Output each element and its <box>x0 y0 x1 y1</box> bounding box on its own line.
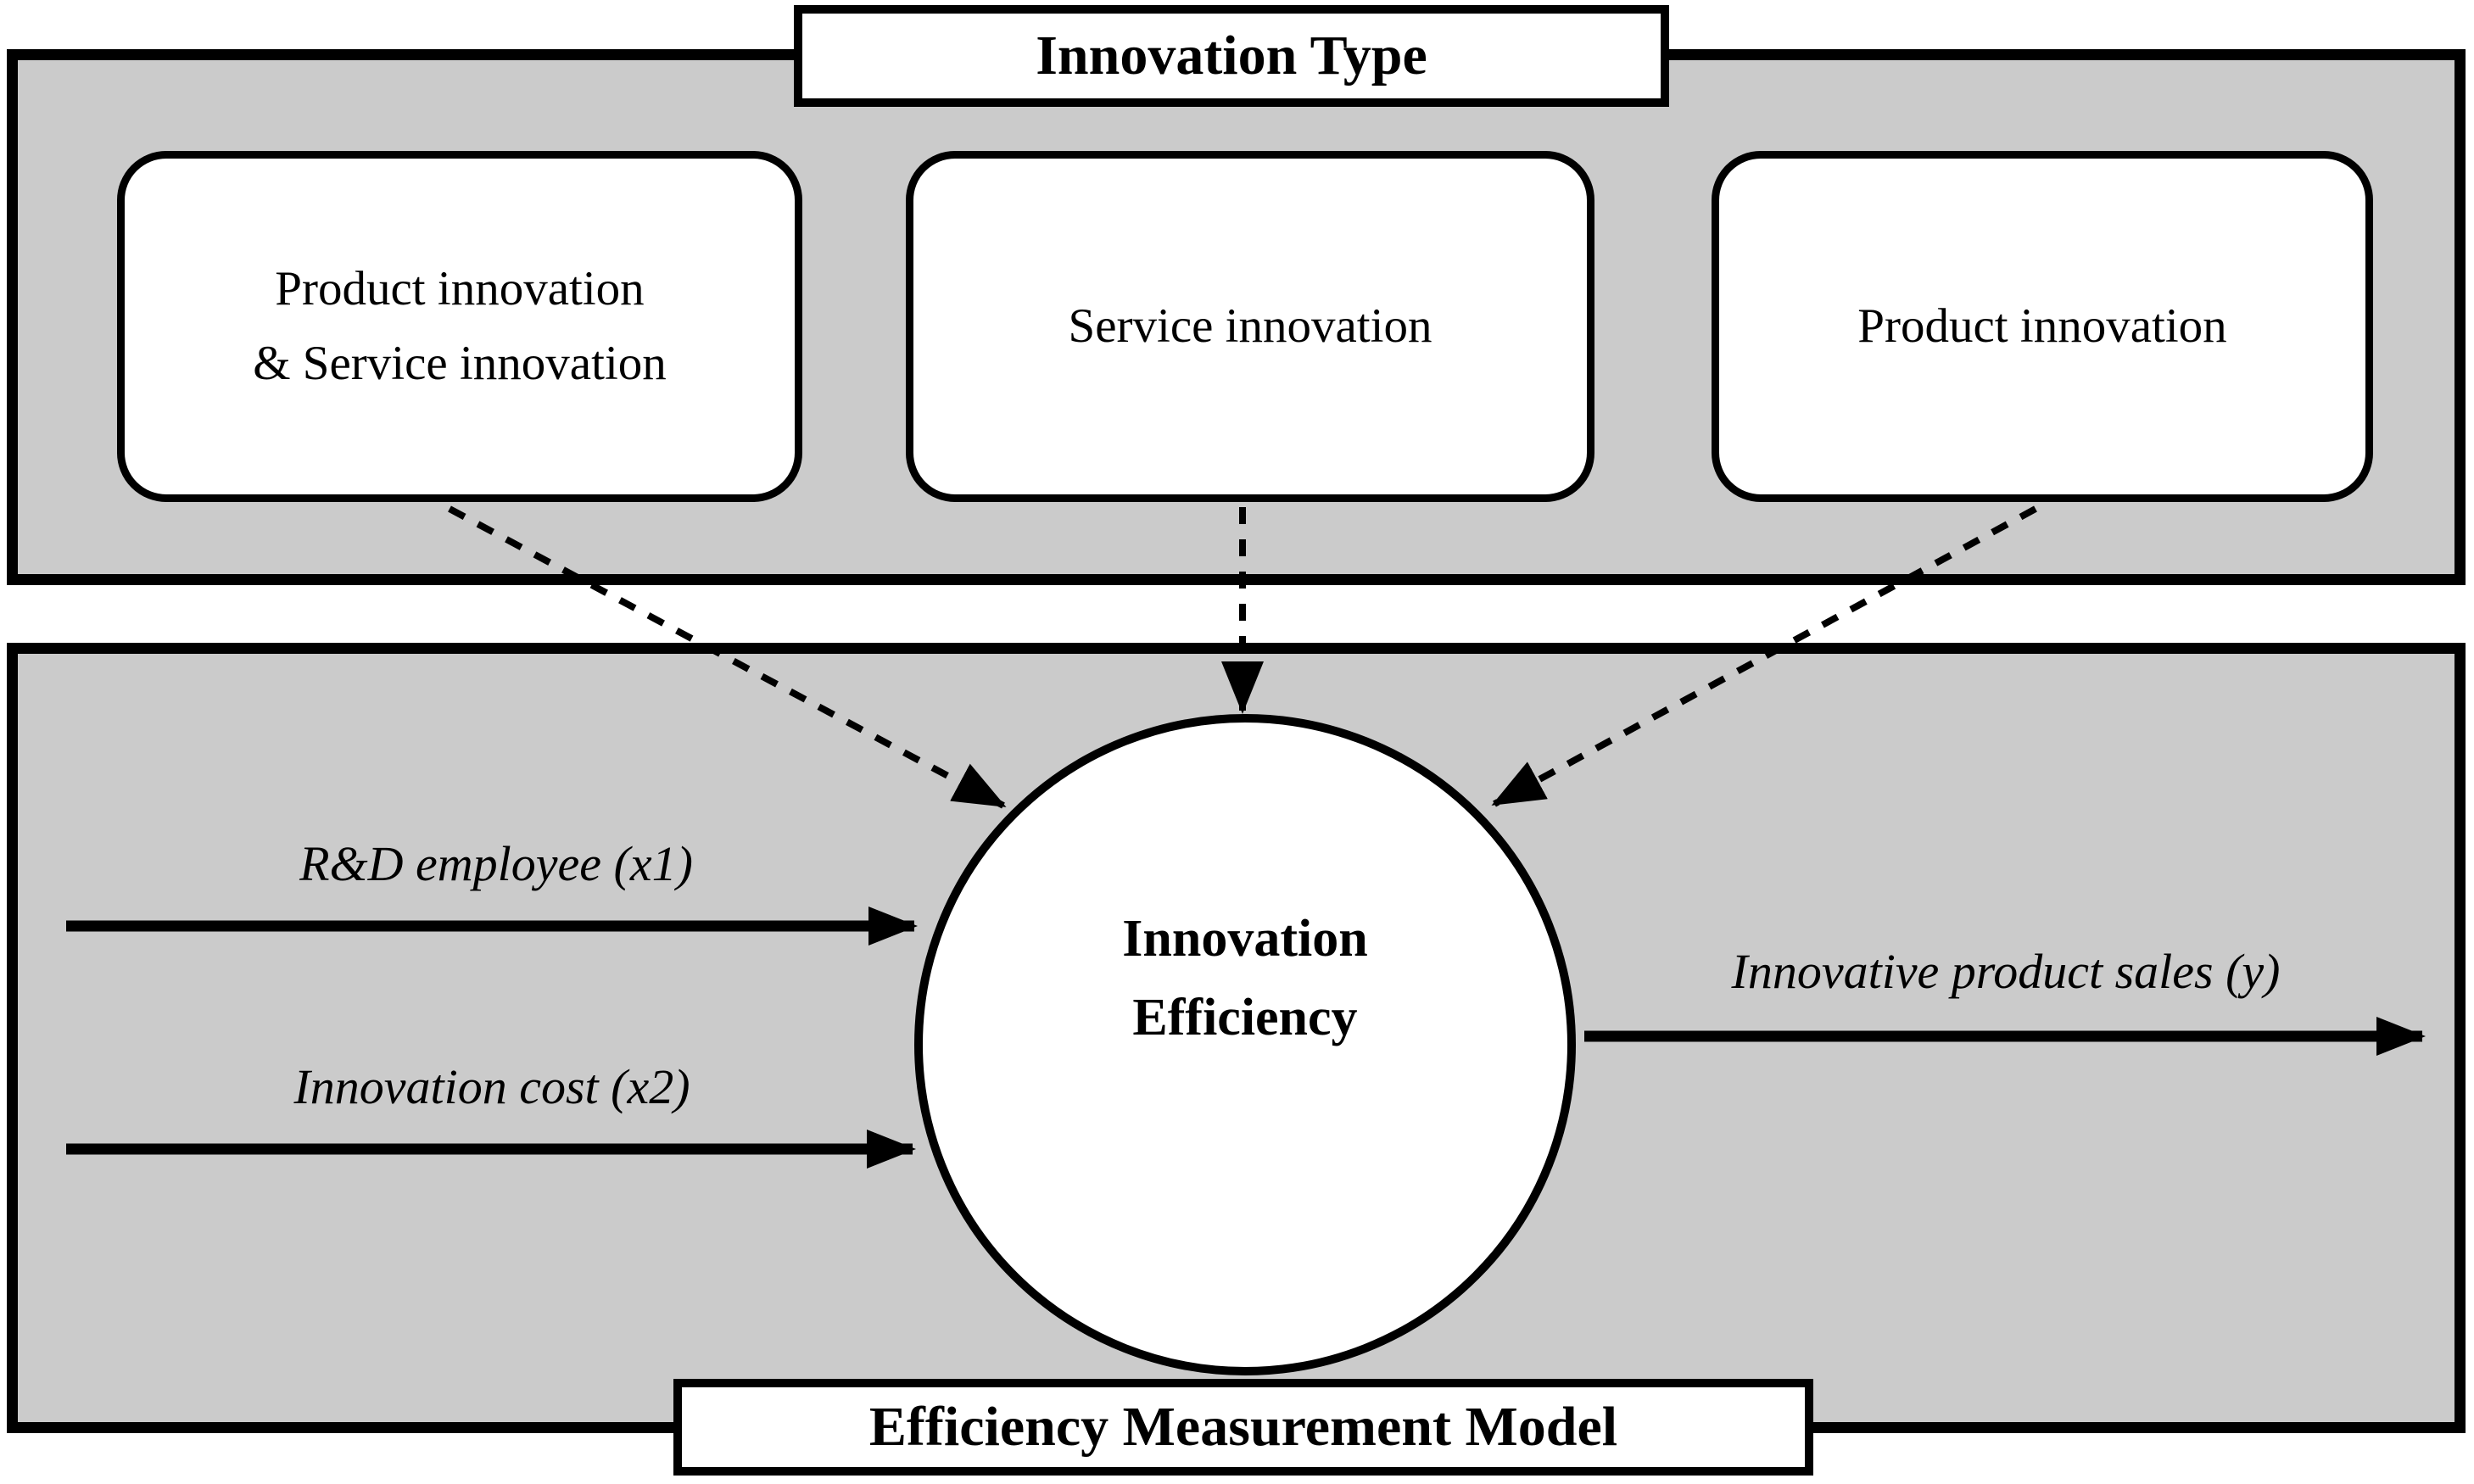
node-service-innovation: Service innovation <box>906 151 1594 502</box>
input-label-innovation-cost: Innovation cost (x2) <box>293 1059 690 1114</box>
box1-line-1: Product innovation <box>275 261 645 315</box>
box3-line-1: Product innovation <box>1857 298 2227 353</box>
circle-line-1: Innovation <box>1122 910 1368 968</box>
innovation-type-title: Innovation Type <box>794 5 1669 107</box>
box1-line-2: & Service innovation <box>253 337 667 390</box>
innovation-efficiency-label: Innovation Efficiency <box>1122 900 1367 1057</box>
innovation-efficiency-node: Innovation Efficiency <box>914 714 1576 1375</box>
input-label-rd-employee: R&D employee (x1) <box>299 836 693 891</box>
circle-line-2: Efficiency <box>1132 989 1358 1046</box>
efficiency-measurement-model-title: Efficiency Measurement Model <box>673 1379 1813 1476</box>
node-product-innovation: Product innovation <box>1712 151 2373 502</box>
node-product-and-service-innovation: Product innovation & Service innovation <box>117 151 802 502</box>
box2-line-1: Service innovation <box>1068 298 1432 353</box>
output-label-innovative-product-sales: Innovative product sales (y) <box>1731 944 2281 999</box>
